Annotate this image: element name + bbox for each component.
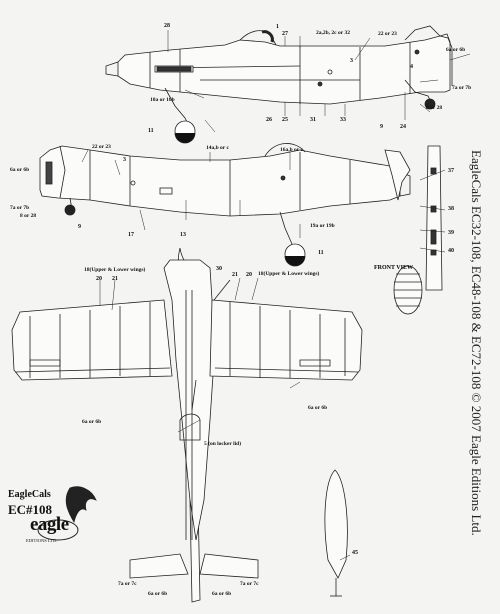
callout-37: 37 xyxy=(448,168,454,174)
callout-18-right: 18(Upper & Lower wings) xyxy=(258,271,320,277)
callout-39: 39 xyxy=(448,230,454,236)
logo-word: eagle xyxy=(30,514,69,535)
callout-7-tail-right: 7a or 7c xyxy=(240,581,259,587)
callout-25: 25 xyxy=(282,117,288,123)
callout-6-wing-right: 6a or 6b xyxy=(308,405,328,411)
callout-9-mid: 9 xyxy=(78,224,81,230)
callout-30: 30 xyxy=(216,266,222,272)
logo-brand: EagleCals xyxy=(8,489,51,500)
plan-view xyxy=(11,247,363,603)
callout-11-mid: 11 xyxy=(318,250,324,256)
callout-3-mid: 3 xyxy=(123,157,126,163)
callout-8-mid: 8 or 28 xyxy=(20,213,37,219)
callout-6-tail-left: 6a or 6b xyxy=(148,591,168,597)
callout-18-left: 18(Upper & Lower wings) xyxy=(84,267,146,273)
callout-22-23-mid: 22 or 23 xyxy=(92,144,111,150)
callout-20-right: 20 xyxy=(246,272,252,278)
callout-8-top: 8 or 28 xyxy=(426,105,443,111)
callout-13: 13 xyxy=(180,232,186,238)
callout-24: 24 xyxy=(400,124,406,130)
callout-45: 45 xyxy=(352,550,358,556)
callout-10: 10a or 10b xyxy=(150,97,175,103)
callout-27: 27 xyxy=(282,31,288,37)
callout-3-top: 3 xyxy=(350,58,353,64)
sheet-title-text: EagleCals EC32-108, EC48-108 & EC72-108 … xyxy=(469,150,484,536)
callout-6-tail-right: 6a or 6b xyxy=(212,591,232,597)
callout-6-wing-left: 6a or 6b xyxy=(82,419,102,425)
front-view xyxy=(384,145,443,315)
propeller-blade xyxy=(324,469,348,597)
callout-21-left: 21 xyxy=(112,276,118,282)
callout-6-top: 6a or 6b xyxy=(446,47,466,53)
side-profile-right xyxy=(39,143,411,267)
callout-4-top: 4 xyxy=(410,64,413,70)
eagle-logo-icon xyxy=(37,486,97,541)
front-view-label: FRONT VIEW xyxy=(374,265,413,271)
callout-5: 5 (on locker lid) xyxy=(204,441,242,447)
callout-40: 40 xyxy=(448,248,454,254)
logo-code: EC#108 xyxy=(8,502,53,517)
callout-7-mid: 7a or 7b xyxy=(10,205,30,211)
callout-17: 17 xyxy=(128,232,134,238)
side-profile-left xyxy=(105,25,453,144)
callout-21-right: 21 xyxy=(232,272,238,278)
callout-38: 38 xyxy=(448,206,454,212)
callout-26: 26 xyxy=(266,117,272,123)
callout-1: 1 xyxy=(276,24,279,30)
callout-11-top: 11 xyxy=(148,128,154,134)
callout-6-mid: 6a or 6b xyxy=(10,167,30,173)
callout-2abc: 2a,2b, 2c or 32 xyxy=(316,30,350,36)
sheet-title-vertical: EagleCals EC32-108, EC48-108 & EC72-108 … xyxy=(469,150,484,536)
callout-7-tail-left: 7a or 7c xyxy=(118,581,137,587)
callout-33: 33 xyxy=(340,117,346,123)
callout-16: 16a,b or c xyxy=(280,147,303,153)
callout-22-23-top: 22 or 23 xyxy=(378,31,397,37)
callout-7-top: 7a or 7b xyxy=(452,85,472,91)
callout-19: 19a or 19b xyxy=(310,223,335,229)
callout-31: 31 xyxy=(310,117,316,123)
callout-14: 14a,b or c xyxy=(206,145,229,151)
callout-28: 28 xyxy=(164,23,170,29)
logo-editions: EDITIONS LTD. xyxy=(26,538,58,543)
callout-9-top: 9 xyxy=(380,124,383,130)
callout-20-left: 20 xyxy=(96,276,102,282)
